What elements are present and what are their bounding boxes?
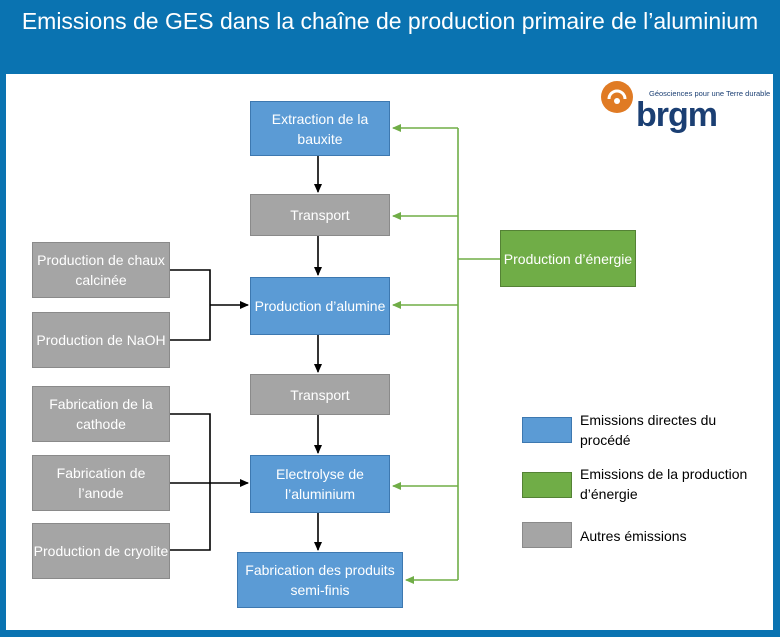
brgm-logo-tagline: Géosciences pour une Terre durable	[649, 89, 771, 98]
node-extraction: Extraction de la bauxite	[250, 101, 390, 156]
node-transport-1: Transport	[250, 194, 390, 236]
node-anode: Fabrication de l’anode	[32, 455, 170, 511]
connector-chaux-naoh	[170, 269, 211, 341]
legend-swatch-autres	[522, 522, 572, 548]
node-electrolyse: Electrolyse de l’aluminium	[250, 455, 390, 513]
brgm-logo-icon	[601, 81, 633, 113]
legend-label-energie: Emissions de la production d’énergie	[580, 466, 748, 502]
legend-label-direct: Emissions directes du procédé	[580, 412, 717, 448]
connector-cathode-cryolite	[170, 413, 211, 551]
node-chaux: Production de chaux calcinée	[32, 242, 170, 298]
legend-label-autres: Autres émissions	[580, 528, 687, 544]
node-fabrication: Fabrication des produits semi-finis	[237, 552, 403, 608]
node-transport-2: Transport	[250, 374, 390, 415]
node-alumine: Production d’alumine	[250, 277, 390, 335]
diagram-title: Emissions de GES dans la chaîne de produ…	[21, 8, 759, 34]
node-cryolite: Production de cryolite	[32, 523, 170, 579]
legend-swatch-energie	[522, 472, 572, 498]
node-energie: Production d’énergie	[500, 230, 636, 287]
legend-swatch-direct	[522, 417, 572, 443]
node-naoh: Production de NaOH	[32, 312, 170, 368]
node-cathode: Fabrication de la cathode	[32, 386, 170, 442]
brgm-logo-word: brgm	[636, 96, 718, 134]
